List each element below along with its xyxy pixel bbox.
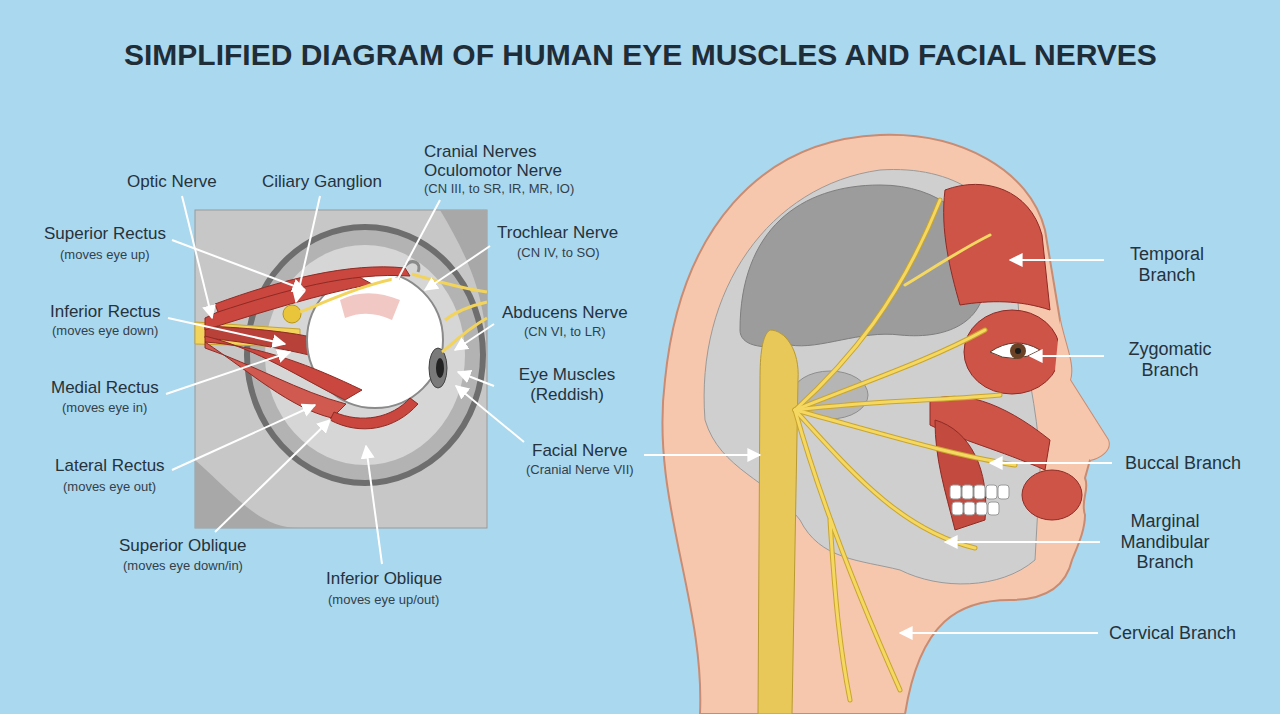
part-label: Inferior Rectus: [50, 302, 161, 322]
nerve-line: [300, 278, 400, 312]
lateral-rectus: [205, 342, 346, 418]
label-note: (Cranial Nerve VII): [526, 463, 634, 478]
part-label: Superior Rectus: [44, 224, 166, 244]
branch-line: [795, 410, 900, 690]
leader-line: [644, 454, 760, 456]
label-note: (moves eye out): [63, 480, 156, 495]
branch-line: [795, 410, 1015, 465]
leader-line: [392, 200, 440, 290]
part-label: Cervical Branch: [1109, 623, 1236, 644]
label-note: (moves eye down): [52, 324, 158, 339]
label-note: (CN IV, to SO): [517, 246, 600, 261]
facial-nerve-outline: [795, 200, 1015, 700]
part-label: Ciliary Ganglion: [262, 172, 382, 192]
leader-line: [182, 196, 212, 318]
part-label: Superior Oblique: [119, 536, 247, 556]
part-label: Temporal Branch: [1117, 244, 1217, 285]
leader-line: [215, 420, 330, 532]
leader-line: [455, 324, 494, 350]
head-illustration: [662, 135, 1108, 714]
inferior-oblique: [330, 398, 418, 429]
branch-line: [830, 520, 850, 700]
leader-line: [172, 405, 315, 470]
label-note: (CN III, to SR, IR, MR, IO): [424, 182, 574, 197]
leader-line: [1010, 259, 1104, 261]
tooth: [998, 485, 1009, 499]
branch-line: [795, 395, 1000, 410]
part-label: Medial Rectus: [51, 378, 159, 398]
branch-line: [795, 410, 975, 548]
bone-shade: [195, 460, 300, 528]
part-label: Optic Nerve: [127, 172, 217, 192]
temporal-muscle: [944, 184, 1050, 310]
iris: [429, 348, 447, 388]
part-label: Marginal Mandibular Branch: [1110, 511, 1220, 573]
label-note: (moves eye up): [60, 248, 150, 263]
part-label: Trochlear Nerve: [497, 223, 618, 243]
branch-line: [795, 410, 900, 690]
part-label: Eye Muscles (Reddish): [502, 365, 632, 404]
tooth: [974, 485, 985, 499]
tooth: [988, 502, 999, 515]
leader-lines: [166, 196, 1112, 633]
leader-line: [900, 632, 1098, 634]
muscle-insertion: [340, 293, 400, 320]
branch-line: [905, 235, 990, 285]
lips: [1022, 470, 1082, 520]
tooth: [976, 502, 987, 515]
leader-line: [166, 352, 290, 394]
orbit-cavity: [265, 245, 465, 465]
nerve-line: [442, 318, 487, 352]
leader-line: [1030, 355, 1104, 357]
teeth: [950, 485, 1009, 515]
head-outline: [662, 135, 1108, 714]
part-label: Cranial Nerves: [424, 142, 536, 162]
leader-line: [458, 372, 494, 386]
leader-line: [945, 541, 1100, 543]
part-label: Inferior Oblique: [326, 569, 442, 589]
part-label: Abducens Nerve: [502, 303, 628, 323]
leader-line: [366, 446, 382, 564]
diagram-title: SIMPLIFIED DIAGRAM OF HUMAN EYE MUSCLES …: [124, 38, 1157, 73]
nose: [1055, 320, 1109, 460]
part-label: Zygomatic Branch: [1115, 339, 1225, 380]
branch-line: [795, 410, 975, 548]
part-label: Buccal Branch: [1125, 453, 1241, 474]
part-label: Lateral Rectus: [55, 456, 165, 476]
leader-line: [990, 462, 1112, 464]
iris: [1010, 343, 1026, 359]
leader-line: [172, 240, 305, 290]
tooth: [964, 502, 975, 515]
pupil: [436, 358, 444, 378]
leader-line: [168, 318, 285, 344]
facial-nerve-branches: [795, 200, 1015, 700]
orbicularis-oculi: [964, 310, 1060, 394]
nerve-trunk: [758, 330, 798, 714]
tooth: [950, 485, 961, 499]
leader-line: [296, 196, 320, 302]
branch-line: [795, 200, 940, 410]
branch-line: [795, 410, 1015, 465]
tooth: [962, 485, 973, 499]
tooth: [986, 485, 997, 499]
label-note: (moves eye in): [62, 401, 147, 416]
part-label: Oculomotor Nerve: [424, 161, 562, 181]
nerve-line: [445, 302, 487, 320]
leader-line: [425, 246, 490, 290]
label-note: (CN VI, to LR): [524, 325, 606, 340]
label-note: (moves eye up/out): [328, 593, 439, 608]
pupil: [1015, 348, 1021, 354]
nerve-line: [412, 274, 487, 292]
tooth: [952, 502, 963, 515]
part-label: Facial Nerve: [532, 441, 627, 461]
ciliary-ganglion: [283, 305, 301, 323]
leader-line: [456, 386, 524, 442]
branch-line: [795, 200, 940, 410]
label-note: (moves eye down/in): [123, 559, 243, 574]
